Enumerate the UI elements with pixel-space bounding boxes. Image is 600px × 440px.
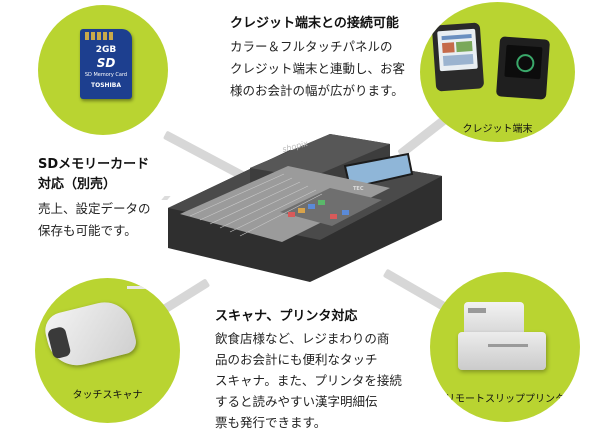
scanner-line: 品のお会計にも便利なタッチ (215, 352, 378, 367)
scanner-line: すると読みやすい漢字明細伝 (215, 394, 378, 409)
sd-line: 保存も可能です。 (38, 223, 137, 238)
sd-heading-line: SDメモリーカード (38, 157, 150, 172)
printer-circle: リモートスリッププリンタ (430, 272, 580, 422)
scanner-line: 票も発行できます。 (215, 415, 327, 430)
cash-register-illustration (161, 134, 442, 282)
scanner-label: タッチスキャナ (72, 390, 143, 401)
sd-description: 売上、設定データの 保存も可能です。 (38, 198, 151, 242)
credit-line: 様のお会計の幅が広がります。 (230, 83, 404, 98)
credit-terminal-circle: クレジット端末 (420, 2, 575, 142)
credit-line: クレジット端末と連動し、お客 (230, 61, 406, 76)
sd-card-size: 2GB (95, 45, 117, 55)
credit-heading: クレジット端末との接続可能 (230, 16, 399, 31)
sd-card-brand: TOSHIBA (91, 82, 121, 89)
scanner-heading: スキャナ、プリンタ対応 (215, 309, 358, 324)
sd-card-caption: SD Memory Card (84, 72, 128, 78)
sd-heading: SDメモリーカード 対応（別売） (38, 155, 149, 195)
sd-line: 売上、設定データの (38, 201, 151, 216)
scanner-circle: タッチスキャナ (35, 278, 180, 423)
sd-card-image: 2GB SD SD Memory Card TOSHIBA (80, 29, 132, 99)
register-maker-logo: TEC (353, 186, 364, 192)
printer-label: リモートスリッププリンタ (445, 394, 565, 405)
sd-heading-line: 対応（別売） (38, 177, 117, 192)
cash-register: shopix TEC (160, 130, 445, 285)
credit-line: カラー＆フルタッチパネルの (230, 39, 393, 54)
scanner-cable (127, 286, 180, 319)
credit-terminal-label: クレジット端末 (462, 124, 533, 135)
credit-terminal-image (431, 22, 485, 92)
credit-description: カラー＆フルタッチパネルの クレジット端末と連動し、お客 様のお会計の幅が広がり… (230, 36, 405, 102)
scanner-line: 飲食店様など、レジまわりの商 (215, 331, 390, 346)
card-reader-image (495, 36, 551, 100)
sd-card-circle: 2GB SD SD Memory Card TOSHIBA (38, 5, 168, 135)
scanner-description: 飲食店様など、レジまわりの商 品のお会計にも便利なタッチ スキャナ。また、プリン… (215, 328, 402, 433)
sd-card-logo: SD (96, 56, 116, 70)
scanner-line: スキャナ。また、プリンタを接続 (215, 373, 402, 388)
printer-image (458, 302, 548, 372)
scanner-image (41, 296, 139, 372)
